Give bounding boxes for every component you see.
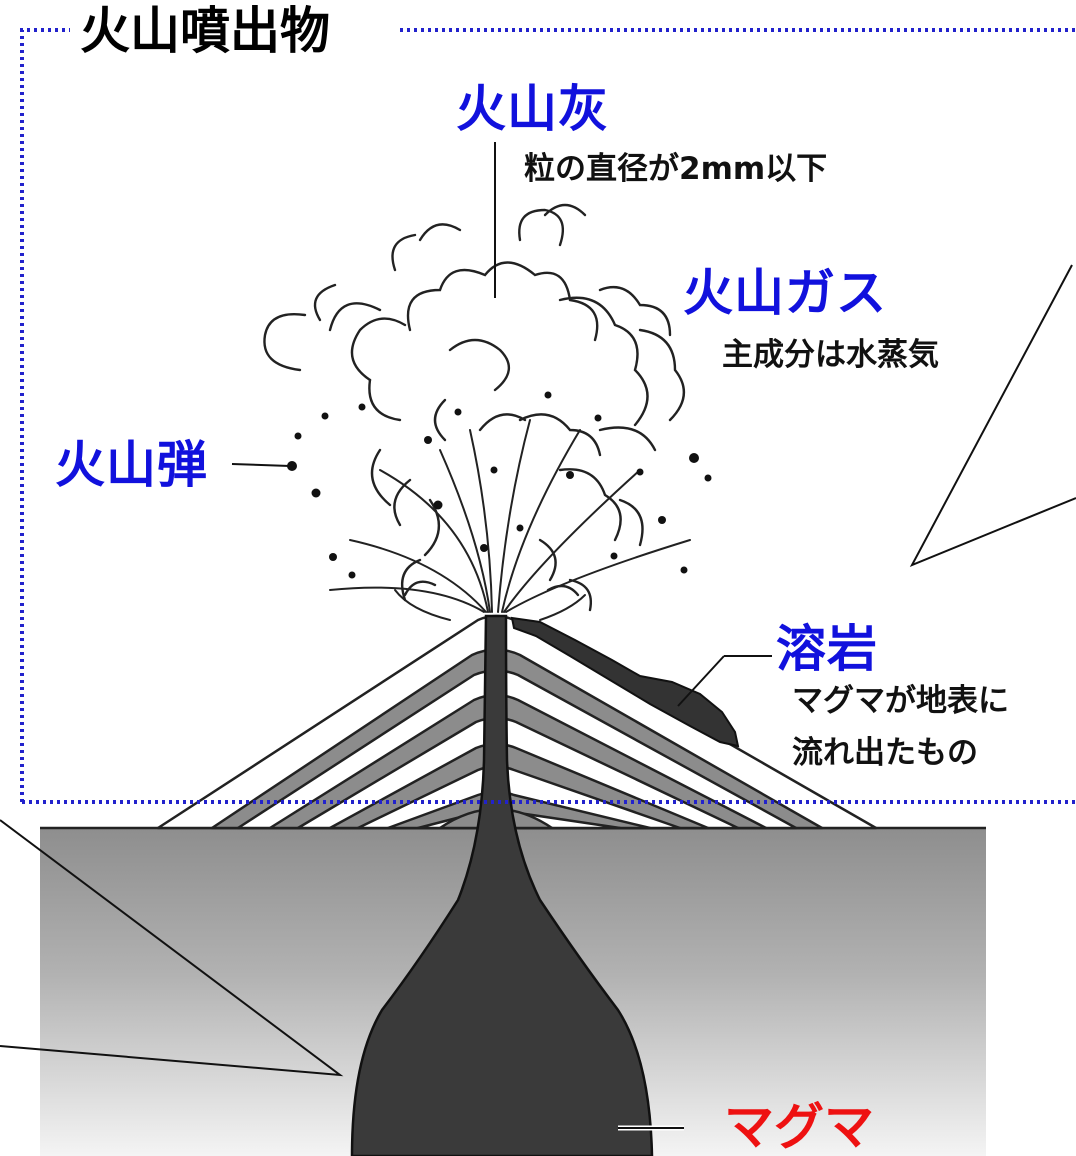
ash-label: 火山灰 (456, 80, 609, 138)
lava-description-line1: マグマが地表に (792, 683, 1009, 719)
magma-label: マグマ (724, 1098, 874, 1156)
callout-tails (0, 264, 1076, 1077)
volcanic-bombs (287, 391, 712, 579)
page-title: 火山噴出物 (70, 6, 340, 56)
gas-label: 火山ガス (683, 264, 887, 322)
lava-description-line2: 流れ出たもの (792, 735, 978, 771)
lava-label: 溶岩 (776, 620, 878, 678)
gas-description: 主成分は水蒸気 (722, 337, 939, 373)
eruption-cloud (263, 203, 685, 612)
ejection-lines (329, 419, 691, 621)
volcano-cone (156, 614, 878, 830)
lava-flow (510, 616, 740, 748)
leader-lines (231, 142, 772, 1131)
bomb-label: 火山弾 (55, 436, 208, 494)
ejecta-frame (20, 28, 1076, 804)
ash-description: 粒の直径が2mm以下 (524, 151, 828, 187)
